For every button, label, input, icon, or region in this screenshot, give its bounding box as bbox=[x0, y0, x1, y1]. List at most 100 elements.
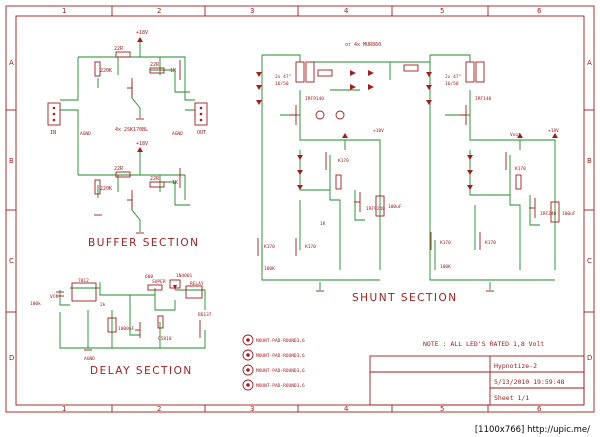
delay-section-title: DELAY SECTION bbox=[90, 365, 193, 377]
row-label-d: D bbox=[9, 354, 14, 362]
led-left-3 bbox=[256, 100, 262, 105]
title-block-sheet: Sheet 1/1 bbox=[494, 394, 529, 402]
label-220k-a: 220K bbox=[100, 68, 112, 74]
mount-pads bbox=[242, 334, 254, 391]
label-agnd-a: AGND bbox=[80, 131, 91, 137]
label-k170-e: K170 bbox=[440, 240, 451, 246]
label-plus18-a: +18V bbox=[136, 30, 148, 36]
label-agnd-b: AGND bbox=[172, 131, 183, 137]
col-label-bottom-3: 3 bbox=[250, 405, 254, 413]
row-label-a: A bbox=[9, 59, 14, 67]
delay-section-wires bbox=[59, 282, 206, 349]
shunt-section-wires bbox=[261, 54, 556, 290]
label-pad-4: MOUNT-PAD-ROUND3,6 bbox=[256, 383, 305, 389]
col-label-bottom-4: 4 bbox=[344, 405, 349, 413]
row-label-right-d: D bbox=[587, 354, 592, 362]
label-vout: Vout bbox=[510, 132, 521, 138]
label-k170-d: K170 bbox=[515, 166, 526, 172]
col-label-bottom-1: 1 bbox=[62, 405, 66, 413]
trimmer-right[interactable] bbox=[515, 174, 522, 190]
capacitor-100uf-left bbox=[375, 195, 385, 217]
label-irf240: IRF240 bbox=[540, 211, 557, 217]
col-label-4: 4 bbox=[344, 7, 349, 15]
capacitor-47-left bbox=[295, 61, 305, 83]
title-block bbox=[369, 355, 585, 406]
connector-in[interactable] bbox=[47, 102, 61, 126]
label-k170-f: K170 bbox=[485, 240, 496, 246]
label-out: OUT bbox=[197, 130, 206, 136]
capacitor-100uf-right bbox=[550, 201, 560, 223]
label-100k-d: 100K bbox=[440, 264, 451, 270]
label-22r-a: 22R bbox=[114, 46, 124, 52]
led-right-1 bbox=[426, 72, 432, 77]
label-super: SUPER bbox=[152, 279, 166, 285]
label-22r-c: 22R bbox=[114, 166, 124, 172]
label-22r-d: 22R bbox=[150, 176, 160, 182]
resistor-bridge-b bbox=[403, 64, 419, 72]
label-in: IN bbox=[50, 130, 56, 136]
label-k170-c: K170 bbox=[305, 244, 316, 250]
diode-bridge-4 bbox=[350, 84, 356, 90]
col-label-bottom-5: 5 bbox=[440, 405, 444, 413]
diode-1n4001 bbox=[173, 285, 177, 290]
label-1k-b: 1K bbox=[172, 180, 178, 186]
capacitor-47-right bbox=[465, 61, 475, 83]
label-1k-c: 1K bbox=[320, 221, 326, 227]
label-pad-2: MOUNT-PAD-ROUND3,6 bbox=[256, 353, 305, 359]
row-label-b: B bbox=[9, 157, 14, 165]
row-label-right-c: C bbox=[587, 257, 592, 265]
label-plus18-c: +18V bbox=[373, 128, 384, 134]
label-plus18-b: +18V bbox=[136, 141, 148, 147]
label-22r-b: 22R bbox=[150, 62, 160, 68]
label-100uf-right: 100uF bbox=[562, 211, 576, 217]
buffer-section-title: BUFFER SECTION bbox=[88, 237, 200, 249]
label-100uf-left: 100uF bbox=[388, 204, 402, 210]
label-7812: 7812 bbox=[78, 278, 89, 284]
label-cap-right: 2x 47" bbox=[445, 74, 461, 80]
label-plus18-d: +18V bbox=[548, 128, 559, 134]
led-left-2 bbox=[256, 85, 262, 90]
label-100k: 100k bbox=[30, 301, 41, 307]
label-transistors: 4x 2SK170BL bbox=[115, 127, 148, 133]
resistor-680 bbox=[147, 284, 163, 291]
label-k170-a: K170 bbox=[338, 158, 349, 164]
diode-bridge-1 bbox=[350, 70, 356, 76]
row-label-right-a: A bbox=[587, 59, 592, 67]
col-label-3: 3 bbox=[250, 7, 254, 15]
image-host-watermark: [1100x766] http://upic.me/ bbox=[472, 425, 592, 435]
capacitor-1000uf bbox=[107, 317, 117, 333]
resistor-22r-mid bbox=[149, 67, 165, 74]
label-bd137: BD137 bbox=[198, 312, 212, 318]
buffer-section-components bbox=[47, 37, 208, 234]
diode-bridge-3 bbox=[368, 84, 374, 90]
label-irf9140: IRF9140 bbox=[305, 96, 324, 102]
label-2k: 2k bbox=[100, 302, 106, 308]
diode-bridge-2 bbox=[368, 70, 374, 76]
connector-out[interactable] bbox=[194, 102, 208, 126]
label-1000uf: 1000uF bbox=[118, 326, 135, 332]
led-left-1 bbox=[256, 72, 262, 77]
trimmer-left[interactable] bbox=[335, 174, 342, 190]
delay-section-components bbox=[56, 279, 203, 351]
label-irf140: IRF140 bbox=[475, 96, 492, 102]
capacitor-47-left-b bbox=[305, 61, 315, 83]
label-agnd-c: AGND bbox=[84, 356, 95, 362]
label-220k-b: 220K bbox=[100, 186, 112, 192]
label-1k-a: 1K bbox=[170, 68, 176, 74]
resistor-22r-low bbox=[149, 181, 165, 188]
col-label-5: 5 bbox=[440, 7, 444, 15]
label-c5810: C5810 bbox=[158, 336, 172, 342]
label-vcc: VCC bbox=[50, 294, 58, 300]
regulator-7812 bbox=[71, 282, 97, 302]
capacitor-47-right-b bbox=[475, 61, 485, 83]
col-label-2: 2 bbox=[157, 7, 161, 15]
relay-switch bbox=[185, 285, 203, 299]
label-mur: or 4x MUR860 bbox=[345, 42, 381, 48]
label-pad-3: MOUNT-PAD-ROUND3,6 bbox=[256, 368, 305, 374]
label-cap-left: 2x 47" bbox=[275, 74, 291, 80]
title-block-title: Hypnotize-2 bbox=[494, 362, 537, 370]
col-label-1: 1 bbox=[62, 7, 66, 15]
outer-border bbox=[5, 5, 595, 413]
label-cap-left-b: 16/50 bbox=[275, 81, 289, 87]
